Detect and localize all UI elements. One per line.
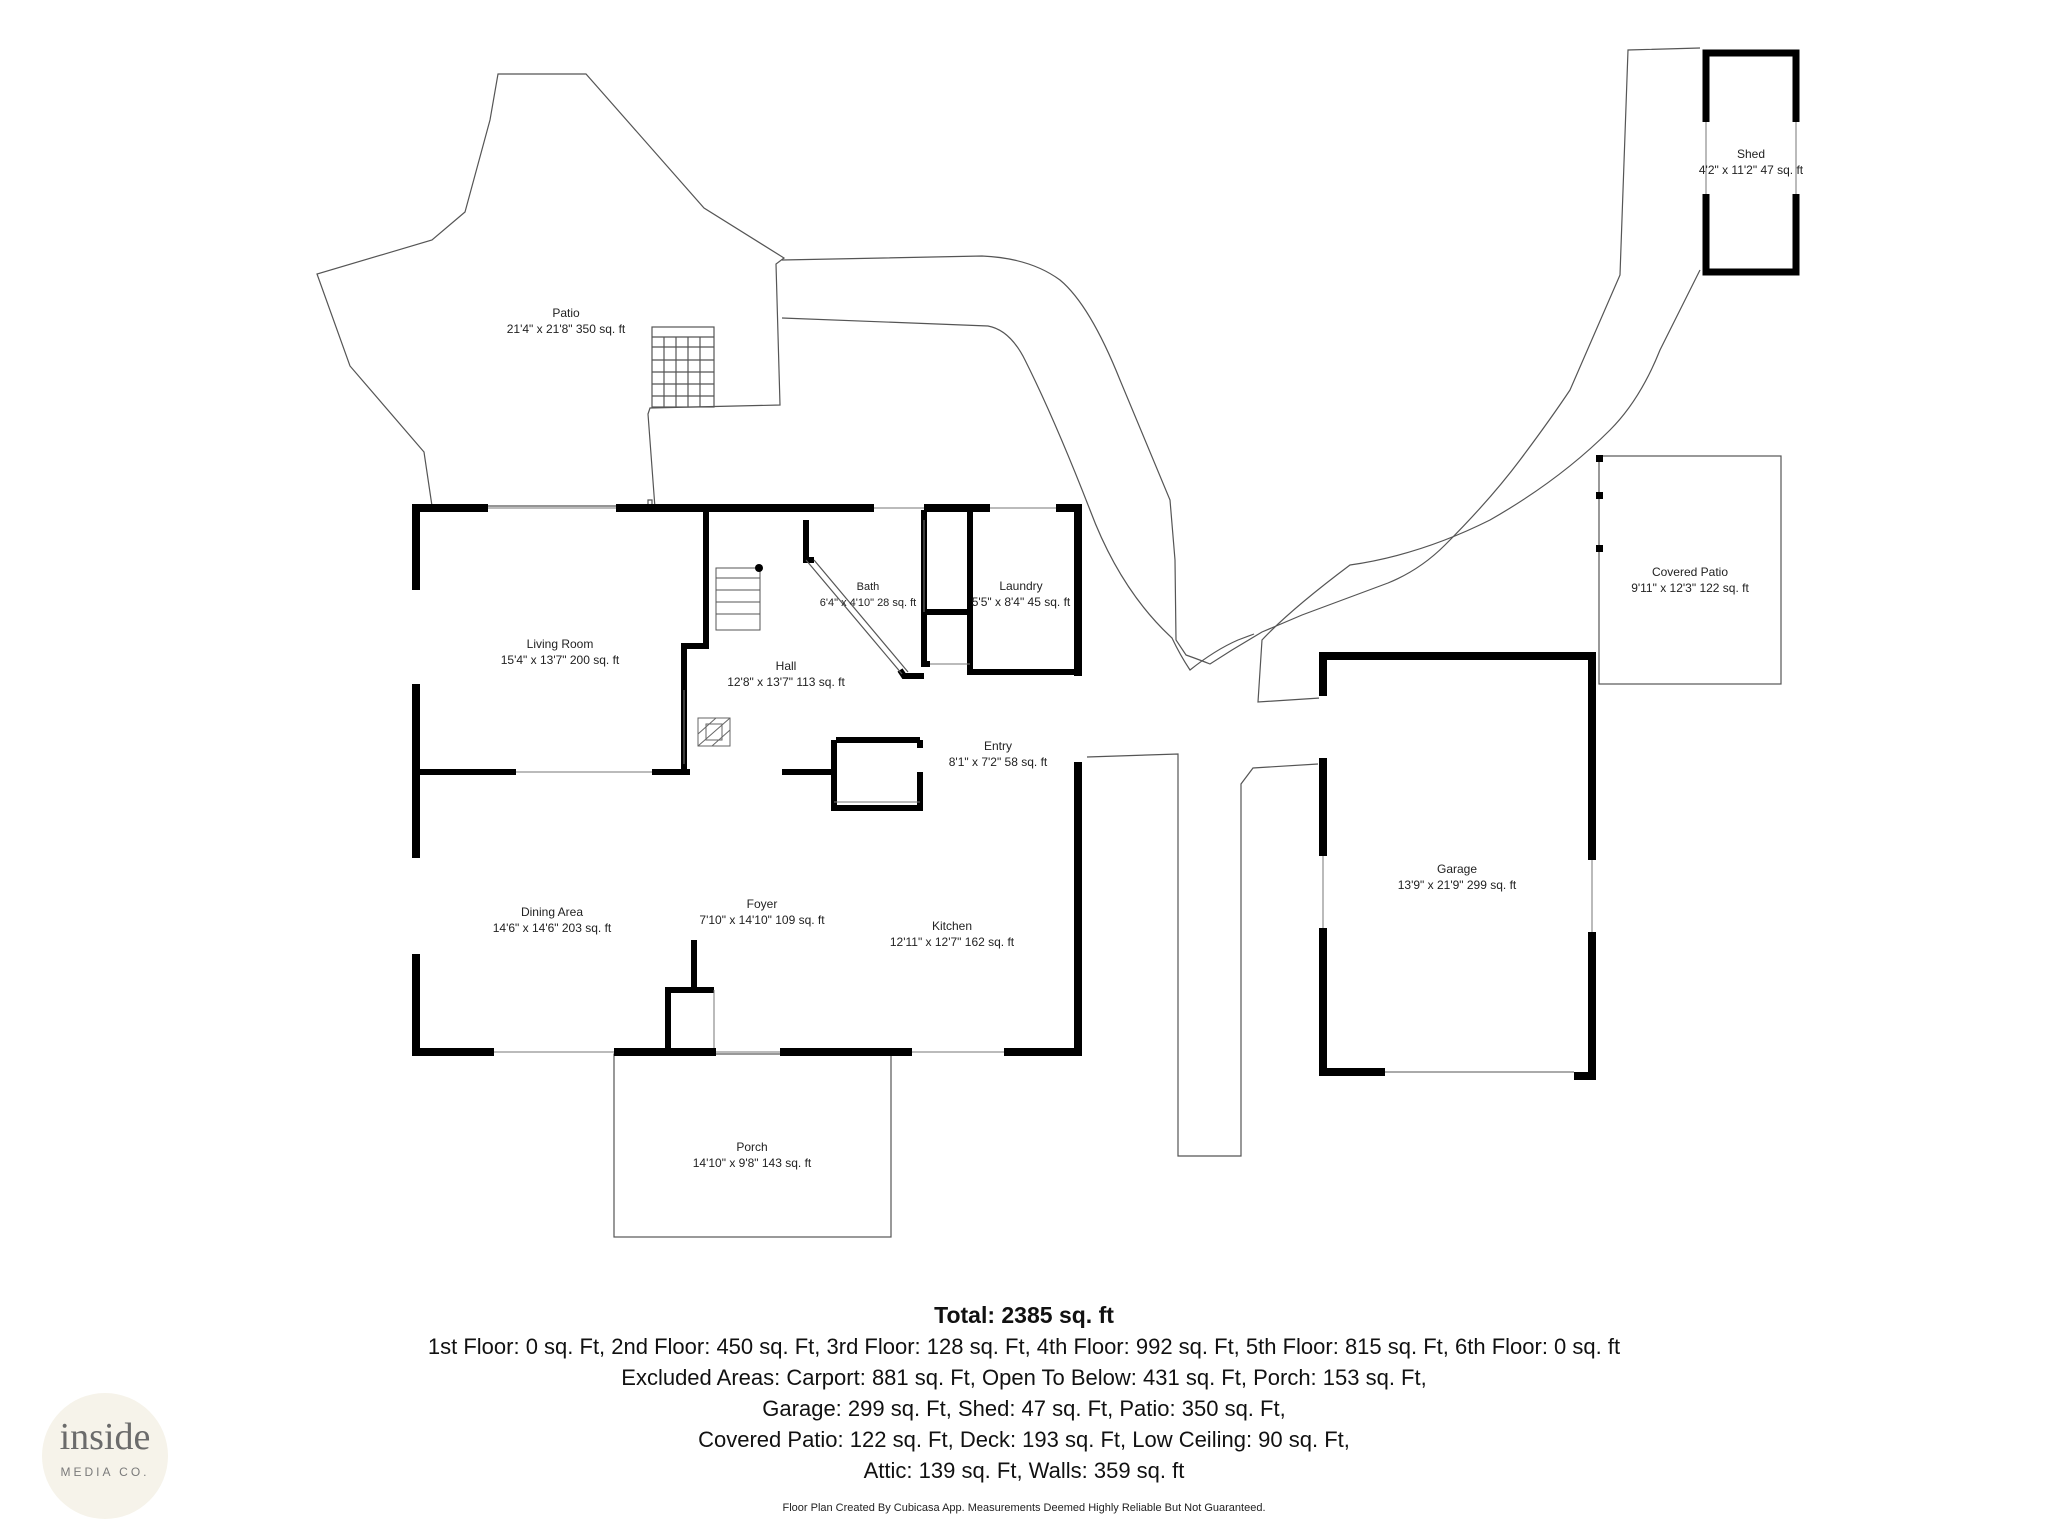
porch-outline [613,1053,892,1238]
walkway-outline [781,47,1701,665]
walkway-branch [1257,269,1701,703]
living-room-label: Living Room [527,637,594,651]
shed-dims: 4'2" x 11'2" 47 sq. ft [1699,163,1804,177]
living-room-dims: 15'4" x 13'7" 200 sq. ft [501,653,620,667]
summary-line-1: 1st Floor: 0 sq. Ft, 2nd Floor: 450 sq. … [427,1334,1621,1359]
dining-area-label: Dining Area [521,905,583,919]
garage-dims: 13'9" x 21'9" 299 sq. ft [1398,878,1517,892]
entry-dims: 8'1" x 7'2" 58 sq. ft [949,755,1048,769]
kitchen-dims: 12'11" x 12'7" 162 sq. ft [890,935,1015,949]
laundry-label: Laundry [999,579,1042,593]
area-summary: Total: 2385 sq. ft 1st Floor: 0 sq. Ft, … [0,1300,2048,1486]
logo-word: inside [59,1416,151,1458]
garage-walls [1319,652,1596,1080]
foyer-label: Foyer [747,897,778,911]
walkway-outline-inner [781,317,1255,671]
patio-dims: 21'4" x 21'8" 350 sq. ft [507,322,626,336]
porch-dims: 14'10" x 9'8" 143 sq. ft [693,1156,812,1170]
covered-patio-outline [1598,455,1782,685]
fireplace-hatch [697,717,731,747]
shed-label: Shed [1737,147,1765,161]
house-interior-walls [416,508,1078,1048]
garage-label: Garage [1437,862,1477,876]
kitchen-label: Kitchen [932,919,972,933]
total-area: Total: 2385 sq. ft [934,1302,1114,1328]
bath-label: Bath [857,581,880,593]
covered-patio-label: Covered Patio [1652,565,1728,579]
covered-patio-dims: 9'11" x 12'3" 122 sq. ft [1631,581,1749,595]
floor-plan: Patio 21'4" x 21'8" 350 sq. ft Shed 4'2"… [316,47,1804,1238]
inside-media-logo: inside MEDIA CO. [42,1393,168,1519]
interior-stairs [715,567,761,631]
patio-stairs [651,326,715,408]
summary-line-3: Garage: 299 sq. Ft, Shed: 47 sq. Ft, Pat… [762,1396,1286,1421]
walkway-south [1086,753,1319,1157]
bath-dims: 6'4" x 4'10" 28 sq. ft [820,597,916,609]
patio-outline [316,73,786,509]
porch-label: Porch [736,1140,767,1154]
laundry-dims: 5'5" x 8'4" 45 sq. ft [972,595,1071,609]
disclaimer-footnote: Floor Plan Created By Cubicasa App. Meas… [782,1502,1266,1514]
logo-subtext: MEDIA CO. [60,1465,150,1479]
hall-dims: 12'8" x 13'7" 113 sq. ft [727,675,845,689]
foyer-dims: 7'10" x 14'10" 109 sq. ft [699,913,825,927]
patio-label: Patio [552,306,580,320]
summary-line-2: Excluded Areas: Carport: 881 sq. Ft, Ope… [621,1365,1427,1390]
house-exterior-walls [412,504,1082,1056]
hall-label: Hall [776,659,797,673]
summary-line-5: Attic: 139 sq. Ft, Walls: 359 sq. ft [863,1458,1185,1483]
summary-line-4: Covered Patio: 122 sq. Ft, Deck: 193 sq.… [698,1427,1350,1452]
entry-label: Entry [984,739,1012,753]
dining-area-dims: 14'6" x 14'6" 203 sq. ft [493,921,612,935]
